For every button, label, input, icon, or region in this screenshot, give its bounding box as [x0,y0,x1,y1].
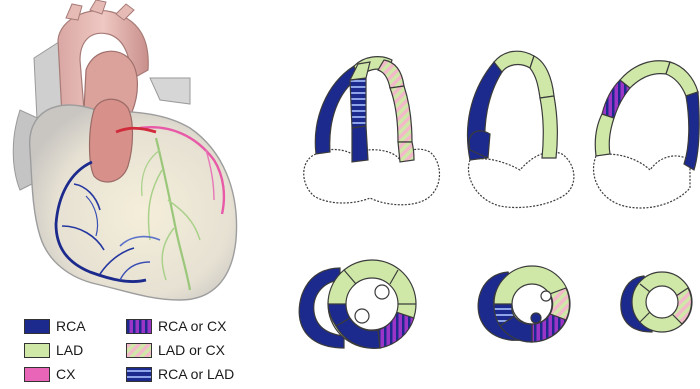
basal-short-axis-view [299,260,416,348]
mid-papillary-1 [531,313,541,323]
legend-item-cx: CX [24,366,75,382]
three-chamber-inferolateral-basal [595,114,614,156]
rca-or-lad-swatch [126,367,152,382]
three-chamber-apex [620,61,670,88]
apical-short-axis-view [621,272,692,332]
two-chamber-view [467,51,573,207]
two-chamber-anterior-apical [530,56,554,98]
mid-papillary-2 [541,291,551,301]
two-chamber-anterior-mid [540,96,557,158]
lad-swatch [24,343,50,358]
basal-lv-cavity [346,278,398,330]
legend-label-rca: RCA [56,318,86,334]
legend-item-rca-or-cx: RCA or CX [126,318,226,334]
two-chamber-apex [494,51,534,72]
lad-or-cx-swatch [126,343,152,358]
four-chamber-septum-basal [350,78,366,128]
basal-papillary-2 [355,309,369,323]
three-chamber-anteroseptal [666,62,698,96]
cx-swatch [24,367,50,382]
four-chamber-atria [304,149,440,205]
legend-label-lad-or-cx: LAD or CX [158,342,225,358]
mid-short-axis-view [478,266,570,342]
four-chamber-lateral-apical [378,60,404,88]
legend-item-rca: RCA [24,318,86,334]
legend-label-rca-or-cx: RCA or CX [158,318,226,334]
legend-label-lad: LAD [56,342,83,358]
rca-or-cx-swatch [126,319,152,334]
heart-illustration [13,0,236,300]
apical-lv-cavity [646,286,678,318]
three-chamber-view [594,61,700,208]
rca-swatch [24,319,50,334]
three-chamber-inferolateral-mid [602,80,630,118]
legend-label-rca-or-lad: RCA or LAD [158,366,234,382]
legend-label-cx: CX [56,366,75,382]
basal-papillary-1 [375,285,389,299]
two-chamber-base [468,152,573,208]
four-chamber-view [304,57,440,205]
legend-item-rca-or-lad: RCA or LAD [126,366,234,382]
four-chamber-lateral-basal [398,142,414,162]
legend-item-lad-or-cx: LAD or CX [126,342,225,358]
pulmonary-vessel-right [150,78,190,104]
four-chamber-lateral-mid [390,86,412,142]
three-chamber-rv-wall [684,92,699,170]
territory-legend: RCA LAD CX RCA or CX LAD or CX RCA or LA… [24,318,284,386]
pulmonary-trunk-front [90,99,133,182]
four-chamber-septum-mid [352,126,368,162]
legend-item-lad: LAD [24,342,83,358]
three-chamber-base [594,154,690,208]
